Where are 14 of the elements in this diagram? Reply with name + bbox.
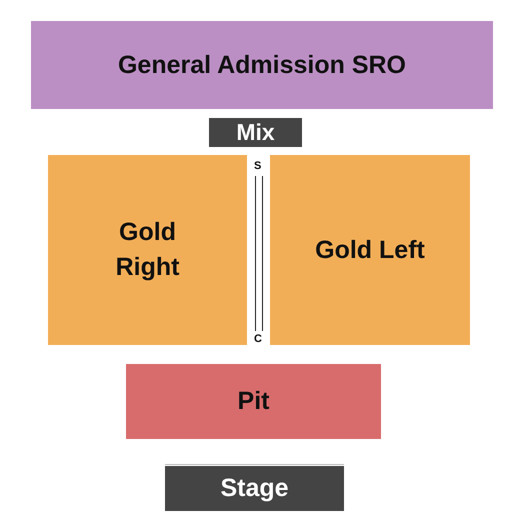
section-label: General Admission SRO bbox=[118, 50, 406, 80]
section-label: Mix bbox=[236, 118, 275, 148]
section-label: Stage bbox=[220, 473, 289, 504]
section-block bbox=[126, 364, 381, 439]
stage-block bbox=[165, 466, 344, 511]
section-block bbox=[48, 155, 247, 345]
section-label: Gold Left bbox=[314, 234, 426, 266]
aisle-label: S bbox=[254, 160, 262, 172]
section-block bbox=[270, 155, 470, 345]
mix-block bbox=[209, 118, 302, 147]
aisle-label: C bbox=[254, 333, 262, 345]
section-block bbox=[31, 21, 493, 109]
section-label: Gold Right bbox=[114, 217, 180, 283]
section-label: Pit bbox=[238, 386, 270, 417]
